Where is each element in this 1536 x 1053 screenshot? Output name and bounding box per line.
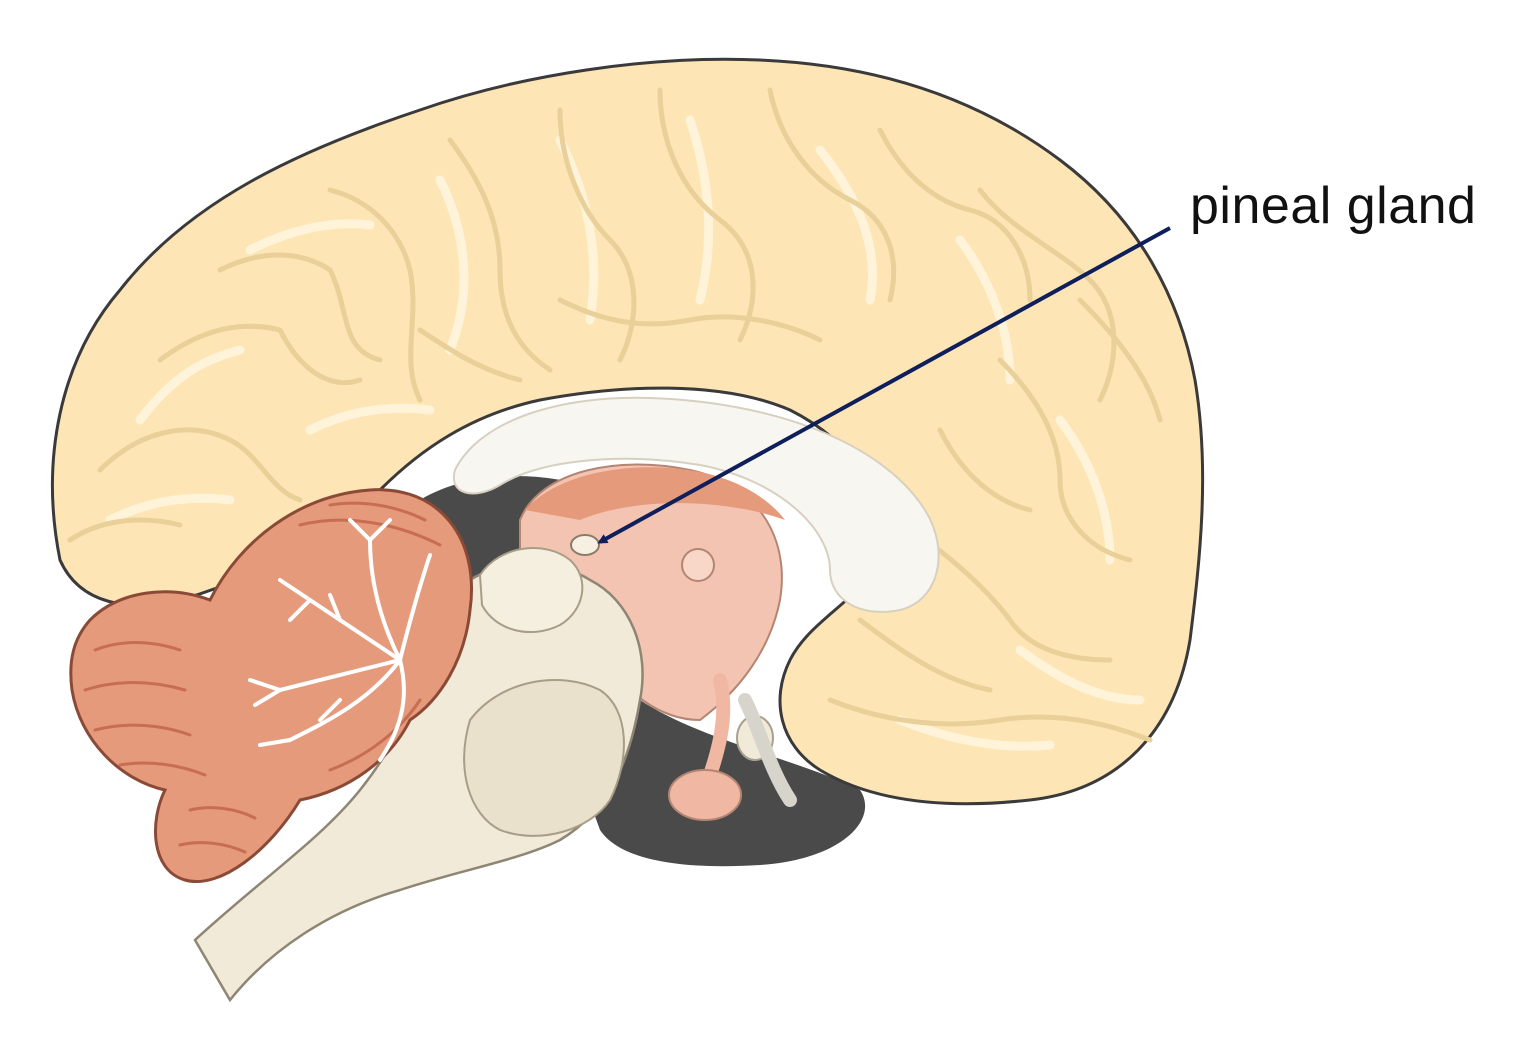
corpus-callosum	[452, 396, 940, 613]
gyri-highlights	[105, 115, 1145, 751]
interthalamic-adhesion	[681, 548, 715, 582]
label-pointer-arrow	[597, 226, 1171, 544]
pons	[463, 679, 625, 837]
pituitary-gland	[668, 769, 742, 821]
pineal-gland-label: pineal gland	[1190, 177, 1477, 235]
cerebellar-folia	[83, 501, 442, 854]
optic-chiasm	[738, 693, 797, 807]
pineal-gland	[570, 534, 600, 556]
midbrain	[478, 547, 584, 634]
sulci	[67, 87, 1163, 743]
thalamus-upper	[525, 467, 785, 520]
cerebrum	[51, 57, 1205, 806]
arbor-vitae	[248, 518, 432, 762]
